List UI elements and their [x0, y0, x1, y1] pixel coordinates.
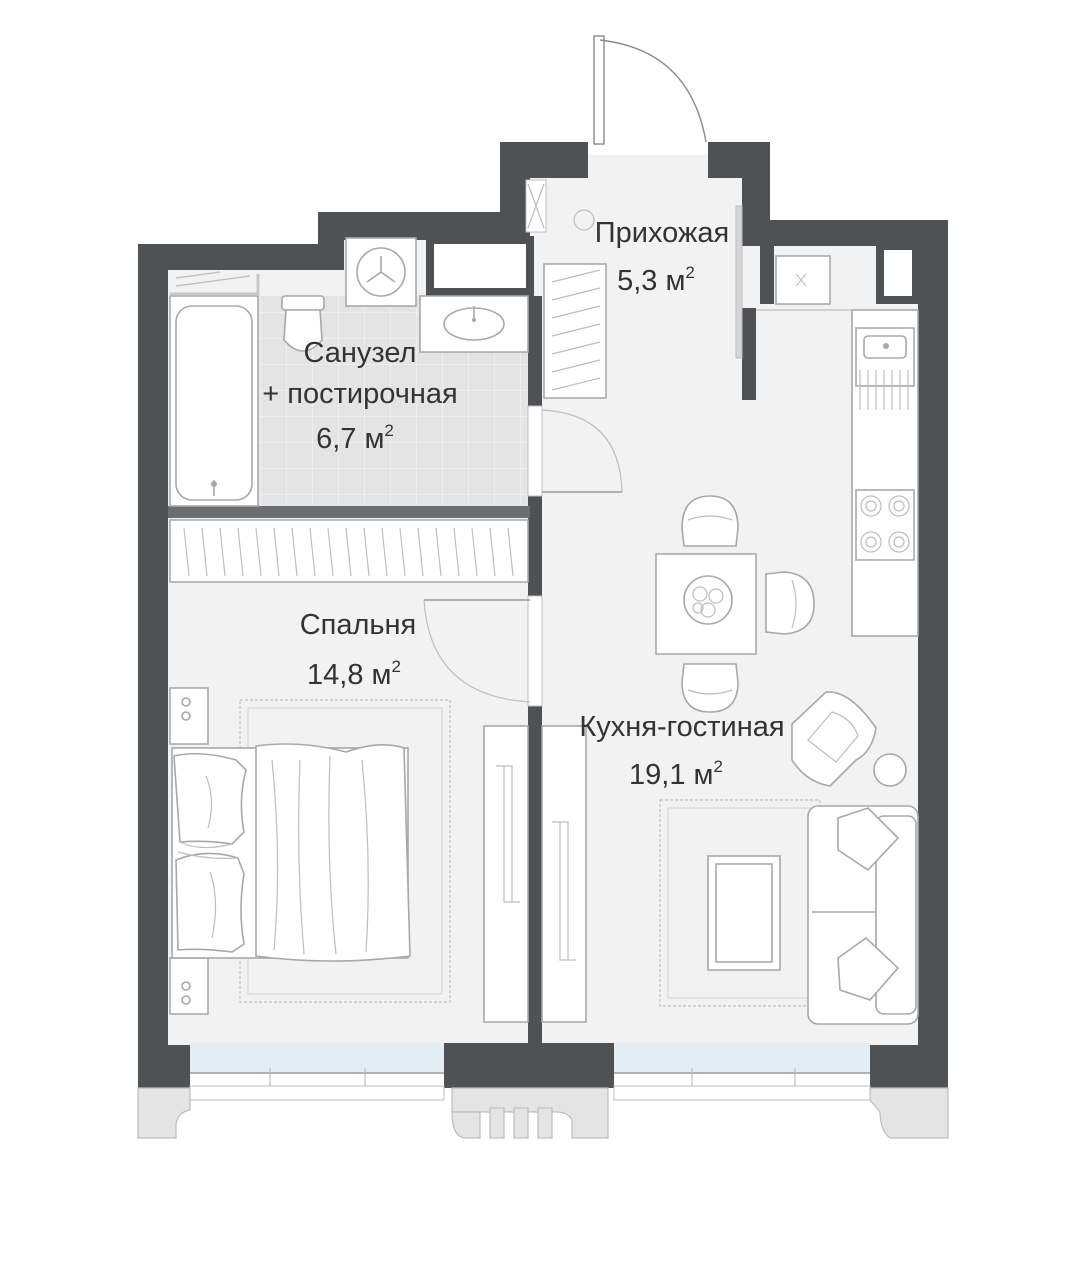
bedroom-area-unit: 2 [391, 657, 400, 676]
coffee-table [707, 855, 781, 971]
bathroom-name: Санузел [304, 337, 417, 369]
hallway-area: 5,3 м [617, 265, 685, 297]
kitchen-counter [756, 255, 919, 637]
svg-text:6,7 м2: 6,7 м2 [316, 421, 394, 455]
windows [189, 1043, 871, 1101]
entrance-door [593, 35, 707, 145]
nightstand-bottom [169, 957, 209, 1015]
toilet-icon [281, 295, 325, 352]
hallway-meter-icon [573, 209, 595, 231]
door-bedroom [423, 595, 543, 707]
outer-walls [138, 142, 948, 1088]
kitchen-living-area: 19,1 м [629, 759, 713, 791]
bedroom-name: Спальня [300, 609, 417, 641]
door-bathroom [527, 405, 623, 497]
bathroom-name-suffix: + постирочная [262, 378, 457, 410]
shafts [426, 236, 920, 304]
bath-shower-rail [170, 271, 260, 296]
svg-text:5,3 м2: 5,3 м2 [617, 263, 695, 297]
washing-machine-icon [345, 237, 417, 307]
svg-text:19,1 м2: 19,1 м2 [629, 757, 723, 791]
armchair-icon [791, 691, 907, 787]
interior-walls [168, 205, 756, 1045]
stove-icon [855, 489, 915, 561]
sofa-icon [807, 805, 919, 1025]
label-bathroom: Санузел + постирочная 6,7 м2 [262, 337, 457, 455]
hallway-area-unit: 2 [685, 263, 694, 282]
window-living [614, 1043, 870, 1073]
bathroom-area-unit: 2 [384, 421, 393, 440]
window-bedroom [190, 1043, 444, 1073]
facade-columns [137, 1087, 949, 1139]
living-wardrobe [483, 725, 587, 1023]
kitchen-living-area-unit: 2 [713, 757, 722, 776]
side-table [873, 753, 907, 787]
label-hallway: Прихожая 5,3 м2 [595, 217, 729, 297]
hallway-wardrobe [525, 179, 607, 399]
kitchen-living-name: Кухня-гостиная [579, 711, 784, 743]
dining-chairs [681, 495, 815, 713]
bedroom-wardrobe [169, 519, 529, 583]
sink-icon [419, 295, 529, 353]
svg-text:14,8 м2: 14,8 м2 [307, 657, 401, 691]
label-bedroom: Спальня 14,8 м2 [300, 609, 417, 691]
bed-icon [171, 743, 411, 962]
bedroom-area: 14,8 м [307, 659, 391, 691]
bathtub-icon [169, 295, 259, 507]
nightstand-top [169, 687, 209, 745]
bathroom-area: 6,7 м [316, 423, 384, 455]
dining-table-icon [655, 553, 757, 655]
label-kitchen-living: Кухня-гостиная 19,1 м2 [579, 711, 784, 791]
hallway-name: Прихожая [595, 217, 729, 249]
